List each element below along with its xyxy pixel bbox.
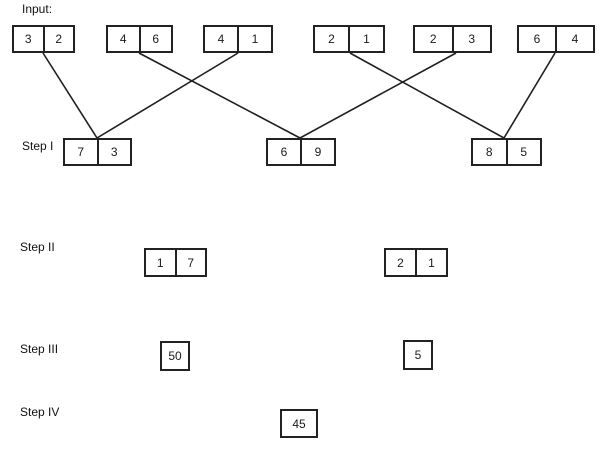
input-box-2-cell-2: 6 [138,27,172,51]
input-box-4-cell-2: 1 [348,27,383,51]
connector-line-input6-step1box3 [503,52,556,139]
step1-box-3: 8 5 [471,138,542,166]
input-box-2: 4 6 [106,25,173,53]
input-box-5-cell-1: 2 [429,32,437,46]
connector-line-input2-step1box2 [138,52,301,139]
connector-line-input5-step1box2 [299,52,457,139]
input-box-4: 2 1 [313,25,385,53]
input-box-5-cell-2: 3 [451,27,491,51]
step2-box-1-cell-1: 1 [156,255,164,270]
connector-line-input1-step1box1 [42,52,98,139]
step1-box-2-cell-1: 6 [280,145,288,159]
step3-label: Step III [20,342,59,356]
step1-box-2-cell-2: 9 [300,140,334,164]
step1-box-3-cell-2: 5 [505,140,541,164]
input-label: Input: [22,2,53,16]
input-box-4-cell-1: 2 [328,32,335,46]
input-box-6-cell-2: 4 [555,27,593,51]
step2-box-1: 1 7 [144,248,207,277]
step1-box-1: 7 3 [63,138,132,166]
step4-label: Step IV [20,405,60,419]
step2-box-1-cell-2: 7 [174,250,206,275]
step3-box-1: 50 [160,341,190,371]
input-box-6-cell-1: 6 [533,32,541,46]
step1-label: Step I [22,139,54,153]
step2-box-2-cell-1: 2 [397,255,404,270]
input-box-3-cell-1: 4 [217,32,225,46]
step1-box-1-cell-2: 3 [96,140,131,164]
step3-box-2: 5 [403,340,433,370]
step2-box-2: 2 1 [384,248,448,277]
input-box-5: 2 3 [413,25,492,53]
input-box-1-cell-1: 3 [24,32,32,46]
step2-box-2-cell-2: 1 [415,250,446,275]
step1-box-1-cell-1: 7 [77,145,85,159]
input-box-6: 6 4 [517,25,595,53]
step2-label: Step II [20,240,55,254]
input-box-3: 4 1 [203,25,273,53]
connector-line-input3-step1box1 [96,52,239,139]
input-box-1: 3 2 [12,25,75,53]
step4-box-1: 45 [280,409,318,438]
input-box-3-cell-2: 1 [237,27,271,51]
input-box-2-cell-1: 4 [119,32,127,46]
step1-box-3-cell-1: 8 [485,145,493,159]
connector-line-input4-step1box3 [349,52,505,139]
step1-box-2: 6 9 [266,138,336,166]
input-box-1-cell-2: 2 [42,27,74,51]
